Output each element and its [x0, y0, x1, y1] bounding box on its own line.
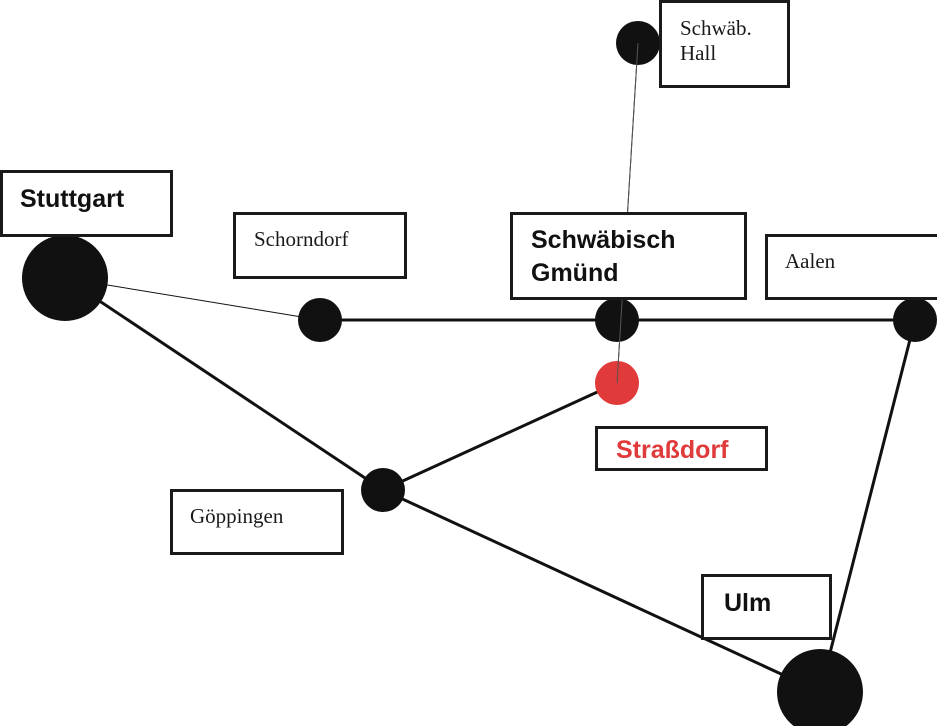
label-schorndorf: Schorndorf [254, 227, 349, 251]
node-goeppingen [361, 468, 405, 512]
label-ulm: Ulm [724, 589, 772, 617]
edge-stuttgart-schorndorf [64, 277, 321, 321]
label-box-goeppingen: Göppingen [170, 489, 344, 555]
label-box-ulm: Ulm [701, 574, 832, 640]
edges-layer [64, 42, 917, 694]
label-schwaebisch-hall: Schwäb. Hall [680, 16, 752, 65]
edge-aalen-ulm [818, 319, 917, 693]
label-aalen: Aalen [785, 249, 836, 273]
node-schorndorf [298, 298, 342, 342]
label-stuttgart: Stuttgart [20, 185, 125, 213]
node-aalen [893, 298, 937, 342]
nodes-layer [22, 21, 937, 726]
label-box-strassdorf: Straßdorf [595, 426, 768, 471]
label-box-aalen: Aalen [765, 234, 937, 300]
edge-goeppingen-ulm [382, 488, 821, 694]
label-box-schwaebisch-gmuend: Schwäbisch Gmünd [510, 212, 747, 300]
label-box-schwaebisch-hall: Schwäb. Hall [659, 0, 790, 88]
label-box-stuttgart: Stuttgart [0, 170, 173, 237]
edge-stuttgart-goeppingen [64, 276, 384, 492]
edge-goeppingen-strassdorf [382, 381, 618, 492]
label-schwaebisch-gmuend: Schwäbisch Gmünd [531, 226, 676, 287]
node-ulm [777, 649, 863, 726]
label-strassdorf: Straßdorf [616, 436, 729, 464]
node-stuttgart [22, 235, 108, 321]
node-schwaebisch-gmuend [595, 298, 639, 342]
label-box-schorndorf: Schorndorf [233, 212, 407, 279]
label-goeppingen: Göppingen [190, 504, 284, 528]
